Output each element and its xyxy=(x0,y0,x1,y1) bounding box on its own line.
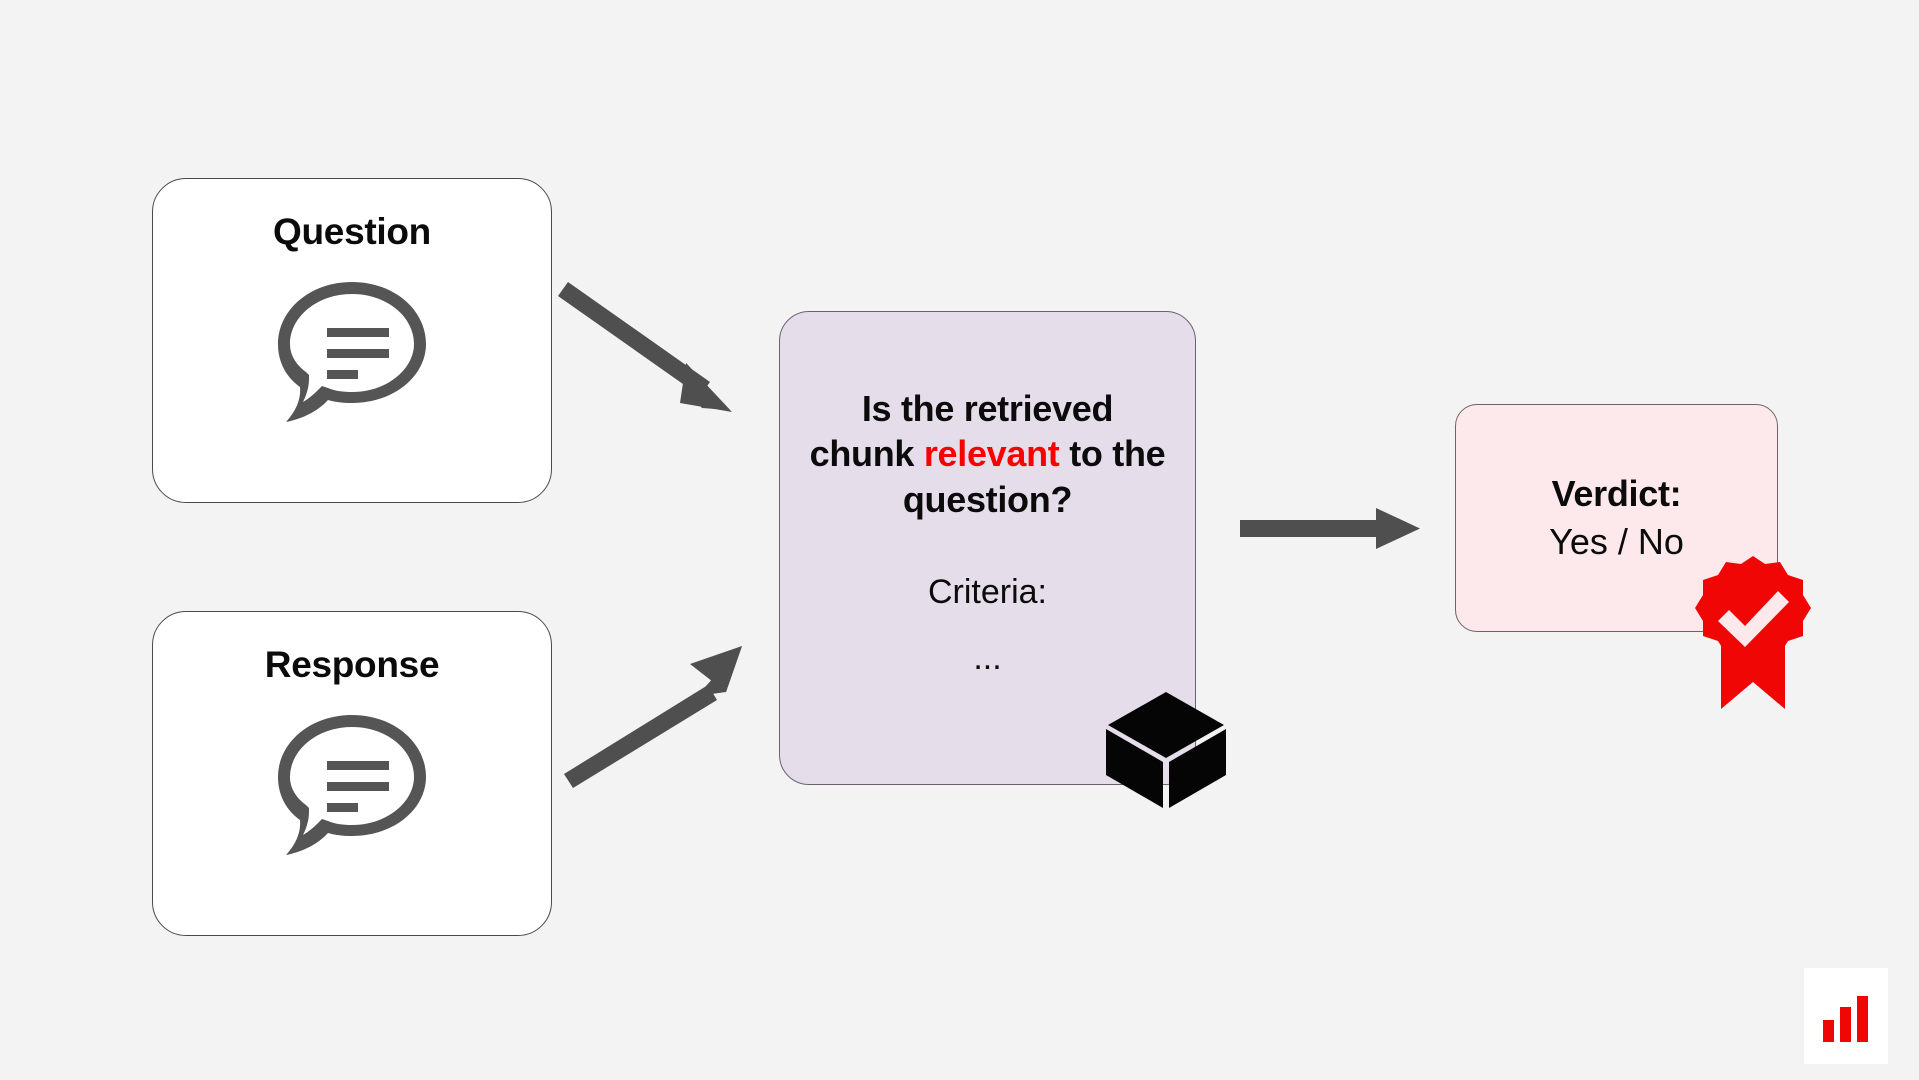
question-card-title: Question xyxy=(273,211,431,252)
judge-criteria-label: Criteria: xyxy=(927,573,1048,612)
cube-icon xyxy=(1104,688,1228,812)
speech-bubble-icon xyxy=(272,276,432,426)
arrow-question-to-judge xyxy=(558,282,732,412)
arrow-response-to-judge xyxy=(564,646,742,788)
brand-logo xyxy=(1804,968,1888,1064)
judge-criteria-ellipsis: ... xyxy=(973,639,1002,678)
judge-question-prefix: Is the retrieved chunk xyxy=(809,388,1114,475)
judge-prompt-card[interactable]: Is the retrieved chunk relevant to the q… xyxy=(779,311,1196,785)
question-card[interactable]: Question xyxy=(152,178,552,503)
judge-question-suffix: to the question? xyxy=(902,433,1166,520)
response-card[interactable]: Response xyxy=(152,611,552,936)
response-card-title: Response xyxy=(264,644,440,685)
verdict-title: Verdict: xyxy=(1551,472,1682,514)
judge-question-highlight: relevant xyxy=(923,433,1060,475)
speech-bubble-icon xyxy=(272,709,432,859)
judge-question-text: Is the retrieved chunk relevant to the q… xyxy=(806,386,1169,522)
award-badge-icon xyxy=(1693,554,1813,714)
verdict-value: Yes / No xyxy=(1549,521,1684,563)
arrow-judge-to-verdict xyxy=(1240,508,1420,549)
